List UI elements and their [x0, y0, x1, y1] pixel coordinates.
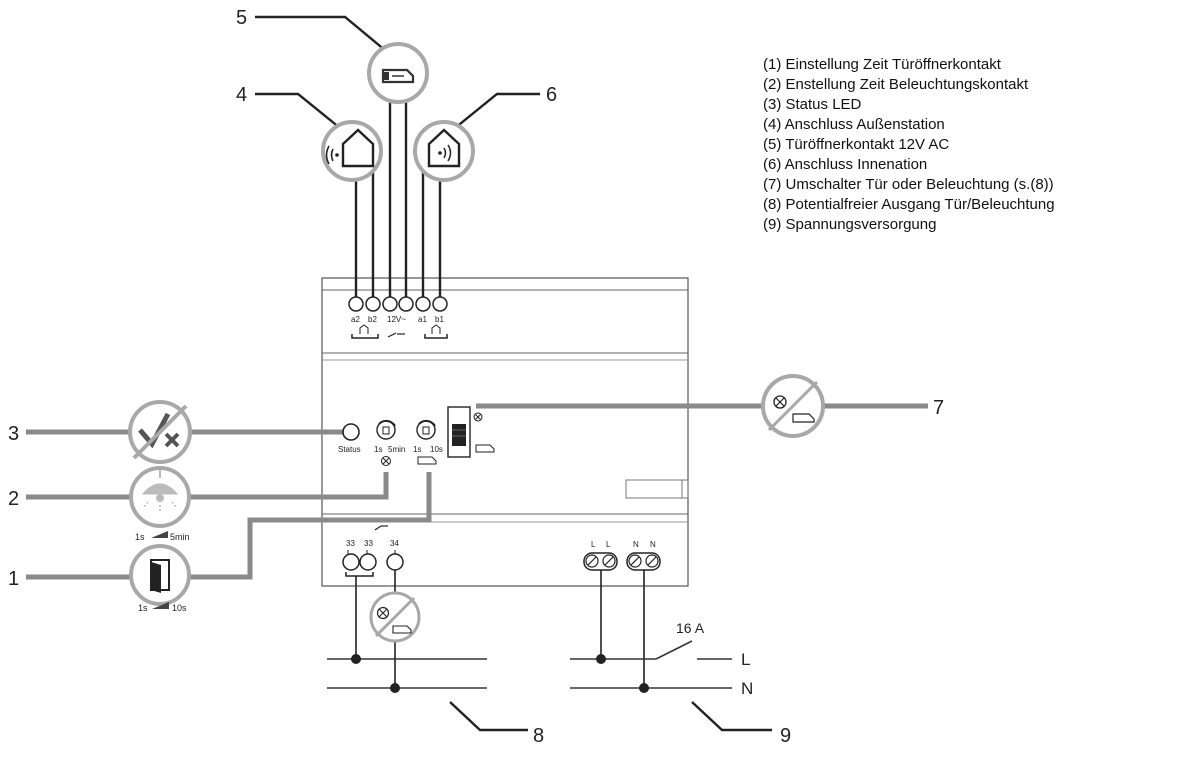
label-34: 34	[390, 539, 399, 548]
legend-item: (2) Enstellung Zeit Beleuchtungskontakt	[763, 76, 1029, 93]
terminal-block-bottom: 33 33 34 L L N N	[342, 525, 661, 577]
selector-switch[interactable]	[447, 406, 471, 458]
light-range-max: 5min	[170, 532, 190, 542]
status-led	[342, 423, 360, 441]
terminal-12v-1	[382, 296, 398, 312]
terminal-b1	[432, 296, 448, 312]
label-a2: a2	[351, 315, 360, 324]
legend: (1) Einstellung Zeit Türöffnerkontakt (2…	[763, 55, 1183, 235]
pot2-min-label: 1s	[413, 445, 421, 454]
callout-5: 5	[236, 7, 247, 29]
callout-numbers: 5 4 6 3 2 1 7 8 9	[8, 7, 944, 747]
light-range-label: 1s 5min	[135, 531, 190, 542]
indoor-station-icon	[413, 120, 475, 182]
callout-4: 4	[236, 84, 247, 106]
line-L-label: L	[741, 650, 750, 669]
line-N-label: N	[741, 679, 753, 698]
switch-door-icon	[475, 444, 495, 453]
legend-item: (5) Türöffnerkontakt 12V AC	[763, 136, 950, 153]
label-12v: 12V~	[387, 315, 406, 324]
terminal-block-top: a2 b2 12V~ a1 b1	[348, 296, 448, 339]
callout-9: 9	[780, 725, 791, 747]
door-range-label: 1s 10s	[138, 602, 187, 613]
pot1-min-label: 1s	[374, 445, 382, 454]
terminal-33b	[359, 553, 377, 571]
legend-item: (4) Anschluss Außenstation	[763, 116, 945, 133]
terminal-34	[386, 553, 404, 571]
switch-light-icon	[473, 412, 483, 422]
time-pot-door[interactable]	[416, 419, 436, 440]
pot2-max-label: 10s	[430, 445, 443, 454]
terminal-33a	[342, 553, 360, 571]
pot1-max-label: 5min	[388, 445, 405, 454]
door-range-max: 10s	[172, 603, 187, 613]
output-switch-icon	[369, 591, 421, 643]
callout-2: 2	[8, 488, 19, 510]
light-bulb-icon	[381, 456, 391, 466]
fuse-label: 16 A	[676, 620, 705, 636]
label-N1: N	[633, 540, 639, 549]
terminal-wires-top	[354, 96, 442, 297]
label-a1: a1	[418, 315, 427, 324]
status-label: Status	[338, 445, 361, 454]
callout-8: 8	[533, 725, 544, 747]
time-pot-light[interactable]	[376, 419, 396, 440]
callout-leaders	[255, 15, 772, 732]
terminal-12v-2	[398, 296, 414, 312]
label-L1: L	[591, 540, 596, 549]
door-range-min: 1s	[138, 603, 148, 613]
door-icon	[129, 544, 191, 606]
light-range-min: 1s	[135, 532, 145, 542]
outdoor-station-icon	[321, 120, 383, 182]
legend-item: (1) Einstellung Zeit Türöffnerkontakt	[763, 56, 1001, 73]
terminal-b2	[365, 296, 381, 312]
label-N2: N	[650, 540, 656, 549]
label-b1: b1	[435, 315, 444, 324]
door-opener-small-icon	[417, 456, 437, 465]
legend-item: (6) Anschluss Innenation	[763, 156, 928, 173]
callout-3: 3	[8, 423, 19, 445]
legend-item: (8) Potentialfreier Ausgang Tür/Beleucht…	[763, 196, 1055, 213]
door-opener-icon	[367, 42, 429, 104]
callout-1: 1	[8, 568, 19, 590]
callout-7: 7	[933, 397, 944, 419]
terminal-a1	[415, 296, 431, 312]
label-33b: 33	[364, 539, 373, 548]
lamp-icon	[129, 466, 191, 528]
switch-icon	[761, 374, 825, 438]
output-wiring: 16 A L N	[327, 570, 753, 698]
label-33a: 33	[346, 539, 355, 548]
front-panel: Status 1s 5min 1s 10s	[338, 406, 495, 466]
callout-6: 6	[546, 84, 557, 106]
legend-item: (3) Status LED	[763, 96, 862, 113]
label-b2: b2	[368, 315, 377, 324]
status-led-icon	[128, 400, 192, 464]
terminal-a2	[348, 296, 364, 312]
label-L2: L	[606, 540, 611, 549]
legend-item: (7) Umschalter Tür oder Beleuchtung (s.(…	[763, 176, 1054, 193]
legend-item: (9) Spannungsversorgung	[763, 216, 937, 233]
